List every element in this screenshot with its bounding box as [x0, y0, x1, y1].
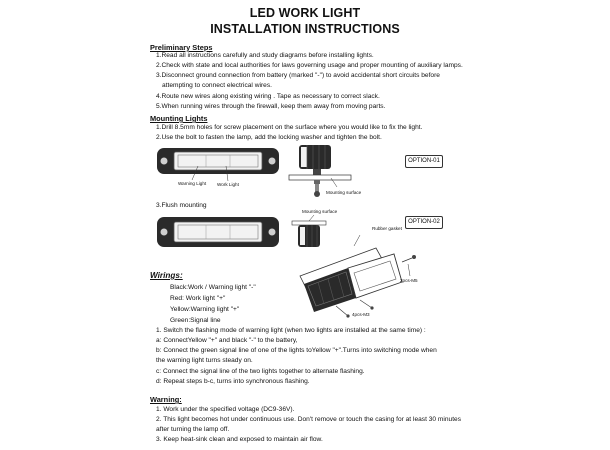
wiring-step: 1. Switch the flashing mode of warning l…: [156, 327, 426, 334]
wiring-step: a: ConnectYellow "+" and black "-" to th…: [156, 337, 298, 344]
wire-color: Black:Work / Warning light "-": [170, 284, 256, 291]
label-mounting-surface-1: Mounting surface: [326, 190, 362, 195]
flush-mounting-label: 3.Flush mounting: [156, 202, 207, 209]
mounting-item: 1.Drill 8.5mm holes for screw placement …: [156, 124, 423, 131]
warning-heading: Warning:: [150, 395, 182, 404]
lamp-front-view-1: [157, 148, 279, 174]
wiring-step: b: Connect the green signal line of one …: [156, 347, 437, 354]
label-mounting-surface-2: Mounting surface: [302, 209, 338, 214]
preliminary-heading: Preliminary Steps: [150, 43, 213, 52]
label-warning-light: Warning Light: [178, 181, 207, 186]
preliminary-item: 1.Read all instructions carefully and st…: [156, 52, 374, 59]
mounting-item: 2.Use the bolt to fasten the lamp, add t…: [156, 134, 382, 141]
warning-item: 1. Work under the specified voltage (DC9…: [156, 406, 295, 413]
label-m3-screws: 4pcs-M3: [352, 312, 370, 317]
option-01-box: OPTION-01: [405, 155, 443, 168]
title-line-2: INSTALLATION INSTRUCTIONS: [210, 22, 400, 36]
warning-item: after turning the lamp off.: [156, 426, 230, 433]
preliminary-item: 2.Check with state and local authorities…: [156, 62, 463, 69]
lamp-front-view-2: [157, 217, 279, 247]
preliminary-item: 3.Disconnect ground connection from batt…: [156, 72, 440, 79]
title-line-1: LED WORK LIGHT: [249, 6, 361, 20]
lamp-exploded-view: [299, 234, 416, 318]
mounting-heading: Mounting Lights: [150, 114, 208, 123]
wire-color: Green:Signal line: [170, 317, 221, 324]
wire-color: Yellow:Warning light "+": [170, 306, 240, 313]
leader-lines-1: [191, 165, 229, 182]
option-02-box: OPTION-02: [405, 216, 443, 229]
label-work-light: Work Light: [217, 182, 239, 187]
preliminary-item: 5.When running wires through the firewal…: [156, 103, 386, 110]
wiring-step: c: Connect the signal line of the two li…: [156, 368, 365, 375]
warning-item: 2. This light becomes hot under continuo…: [156, 416, 461, 423]
preliminary-item: 4.Route new wires along existing wiring …: [156, 93, 380, 100]
lamp-flush-side-view: [291, 214, 327, 247]
wire-color: Red: Work light "+": [170, 295, 226, 302]
lamp-side-mount-1: [288, 145, 352, 197]
label-m5-screws: 2pcs-M5: [400, 278, 418, 283]
wiring-step: the warning light turns steady on.: [156, 357, 253, 364]
label-rubber-gasket: Rubber gasket: [372, 226, 402, 231]
warning-item: 3. Keep heat-sink clean and exposed to m…: [156, 436, 323, 443]
preliminary-item: attempting to connect electrical wires.: [162, 82, 272, 89]
wiring-heading: Wirings:: [150, 271, 183, 280]
wiring-step: d: Repeat steps b-c, turns into synchron…: [156, 378, 310, 385]
